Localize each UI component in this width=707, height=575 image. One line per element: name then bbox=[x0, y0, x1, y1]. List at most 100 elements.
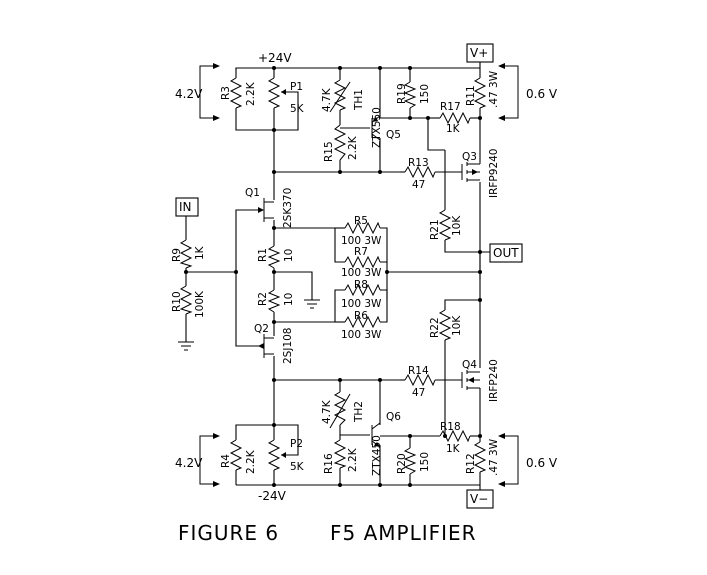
in-port-label: IN bbox=[179, 200, 192, 214]
r20-ref: R20 bbox=[396, 453, 408, 474]
r17-symbol bbox=[439, 111, 471, 125]
r18-ref: R18 bbox=[440, 421, 461, 433]
r8-ref: R8 bbox=[354, 279, 368, 291]
vminus-label: V− bbox=[470, 492, 488, 506]
r13-symbol bbox=[404, 165, 436, 179]
r16-symbol bbox=[333, 439, 347, 469]
q3-type: IRFP9240 bbox=[488, 149, 500, 199]
r21-ref: R21 bbox=[429, 219, 441, 240]
r1-symbol bbox=[267, 245, 281, 269]
r14-symbol bbox=[404, 373, 436, 387]
r13-value: 47 bbox=[412, 179, 425, 191]
r12-bias-voltage: 0.6 V bbox=[526, 456, 558, 470]
p2-ref: P2 bbox=[290, 438, 303, 450]
th1-symbol bbox=[333, 79, 347, 111]
r5-ref: R5 bbox=[354, 215, 368, 227]
q1-symbol bbox=[258, 198, 274, 222]
r11-ref: R11 bbox=[465, 85, 477, 106]
q5-symbol bbox=[371, 115, 381, 141]
q1-type: 2SK370 bbox=[282, 188, 294, 228]
q4-type: IRFP240 bbox=[488, 359, 500, 402]
q5-type: ZTX550 bbox=[371, 107, 383, 148]
r11-symbol bbox=[473, 77, 487, 109]
r5-value: 100 3W bbox=[341, 235, 382, 247]
r12-ref: R12 bbox=[465, 453, 477, 474]
r21-value: 10K bbox=[451, 215, 463, 236]
r14-value: 47 bbox=[412, 387, 425, 399]
th2-value: 4.7K bbox=[321, 399, 333, 424]
r10-symbol bbox=[179, 285, 193, 315]
r1-value: 10 bbox=[283, 249, 295, 262]
figure-number: FIGURE 6 bbox=[178, 521, 279, 545]
r21-symbol bbox=[438, 209, 452, 241]
voltage-brackets bbox=[199, 63, 519, 487]
r11-bias-voltage: 0.6 V bbox=[526, 87, 558, 101]
r7-value: 100 3W bbox=[341, 267, 382, 279]
r8-symbol bbox=[344, 283, 381, 297]
r7-ref: R7 bbox=[354, 246, 368, 258]
ground-center bbox=[304, 299, 320, 309]
r2-symbol bbox=[267, 289, 281, 313]
q6-ref: Q6 bbox=[386, 411, 401, 423]
q3-symbol bbox=[461, 162, 481, 182]
th1-ref: TH1 bbox=[353, 89, 365, 111]
resistor-symbols bbox=[179, 77, 487, 475]
th2-slash bbox=[329, 393, 351, 429]
r13-ref: R13 bbox=[408, 157, 429, 169]
r10-ref: R10 bbox=[171, 291, 183, 312]
q2-ref: Q2 bbox=[254, 323, 269, 335]
r10-value: 100K bbox=[194, 290, 206, 318]
p1-bias-voltage: 4.2V bbox=[175, 87, 203, 101]
p2-value: 5K bbox=[290, 461, 305, 473]
q1-ref: Q1 bbox=[245, 187, 260, 199]
r12-value: .47 3W bbox=[488, 438, 500, 476]
r16-ref: R16 bbox=[323, 453, 335, 474]
r1-ref: R1 bbox=[257, 248, 269, 262]
r22-value: 10K bbox=[451, 315, 463, 336]
r2-value: 10 bbox=[283, 293, 295, 306]
r9-ref: R9 bbox=[171, 248, 183, 262]
r3-value: 2.2K bbox=[245, 81, 257, 106]
r4-symbol bbox=[229, 439, 243, 471]
q3-ref: Q3 bbox=[462, 151, 477, 163]
r22-symbol bbox=[438, 309, 452, 341]
q4-symbol bbox=[461, 370, 480, 390]
pos-rail-label: +24V bbox=[258, 51, 292, 65]
out-port-label: OUT bbox=[493, 246, 519, 260]
q5-ref: Q5 bbox=[386, 129, 401, 141]
r4-ref: R4 bbox=[220, 454, 232, 468]
r19-symbol bbox=[403, 81, 417, 109]
th2-ref: TH2 bbox=[353, 401, 365, 423]
r19-value: 150 bbox=[419, 84, 431, 104]
r3-symbol bbox=[229, 77, 243, 109]
ground-symbols bbox=[178, 299, 320, 351]
in-port-box bbox=[175, 197, 199, 217]
th1-slash bbox=[329, 81, 351, 113]
transistor-symbols bbox=[258, 115, 481, 448]
q2-symbol bbox=[258, 334, 274, 358]
r4-value: 2.2K bbox=[245, 449, 257, 474]
vplus-box bbox=[466, 43, 494, 63]
r20-symbol bbox=[403, 447, 417, 475]
r15-value: 2.2K bbox=[347, 135, 359, 160]
q6-symbol bbox=[371, 422, 381, 448]
junction-dots bbox=[184, 66, 482, 487]
th1-value: 4.7K bbox=[321, 87, 333, 112]
r5-symbol bbox=[344, 221, 381, 235]
vplus-label: V+ bbox=[470, 46, 488, 60]
r20-value: 150 bbox=[419, 452, 431, 472]
r17-value: 1K bbox=[446, 123, 461, 135]
r18-value: 1K bbox=[446, 443, 461, 455]
wires bbox=[185, 62, 490, 490]
q6-type: ZTX450 bbox=[371, 435, 383, 476]
r6-value: 100 3W bbox=[341, 329, 382, 341]
r14-ref: R14 bbox=[408, 365, 429, 377]
r2-ref: R2 bbox=[257, 292, 269, 306]
th2-symbol bbox=[333, 391, 347, 426]
r9-value: 1K bbox=[194, 245, 206, 260]
r22-ref: R22 bbox=[429, 317, 441, 338]
vminus-box bbox=[466, 489, 494, 509]
ground-input bbox=[178, 341, 194, 351]
r18-symbol bbox=[439, 429, 471, 443]
